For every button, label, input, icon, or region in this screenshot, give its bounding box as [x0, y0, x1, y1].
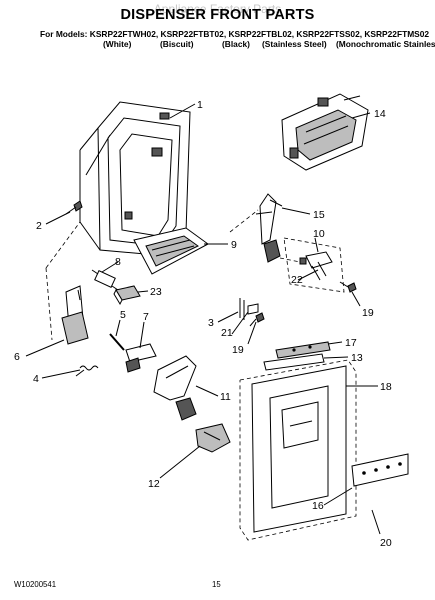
part-16-control-panel: [351, 453, 409, 487]
callout-23: 23: [150, 286, 162, 298]
callout-12: 12: [148, 478, 160, 490]
callout-1: 1: [197, 99, 203, 111]
callout-19-center: 19: [232, 344, 244, 356]
leader-lines: [25, 103, 381, 535]
callout-4: 4: [33, 373, 39, 385]
callout-8: 8: [115, 256, 121, 268]
part-14-module: [281, 93, 369, 171]
finish-monochromatic-stainless: (Monochromatic Stainless): [336, 39, 435, 49]
callout-5: 5: [120, 309, 126, 321]
callout-17: 17: [345, 337, 357, 349]
part-5-rod: [109, 333, 125, 351]
page-number: 15: [212, 580, 221, 589]
part-4-spring: [75, 365, 99, 377]
part-10-actuator: [299, 251, 333, 281]
finish-stainless-steel: (Stainless Steel): [262, 39, 327, 49]
part-17-trim: [275, 341, 331, 359]
part-7-hinge: [125, 343, 157, 373]
watermark-text: Appliance Factory Parts: [153, 2, 282, 16]
models-line: For Models: KSRP22FTWH02, KSRP22FTBT02, …: [40, 29, 430, 39]
part-23-insulator: [113, 285, 141, 306]
callout-15: 15: [313, 209, 325, 221]
callout-11: 11: [220, 391, 231, 403]
callout-10: 10: [313, 228, 325, 240]
reference-lines: [45, 209, 259, 341]
part-21-clip: [247, 303, 259, 315]
callout-22: 22: [291, 274, 303, 286]
part-19-screw-right: [339, 281, 357, 293]
part-18-front-panel: [251, 365, 347, 533]
callout-19-right: 19: [362, 307, 374, 319]
callout-20: 20: [380, 537, 392, 549]
part-6-flap: [61, 285, 89, 345]
assembly-20-outline: [239, 359, 357, 541]
callout-9: 9: [231, 239, 237, 251]
part-11-cradle: [153, 355, 197, 421]
callout-14: 14: [374, 108, 386, 120]
callout-16: 16: [312, 500, 324, 512]
document-number: W10200541: [14, 580, 57, 589]
callout-6: 6: [14, 351, 20, 363]
finish-biscuit: (Biscuit): [160, 39, 194, 49]
callout-7: 7: [143, 311, 149, 323]
callout-18: 18: [380, 381, 392, 393]
callout-2: 2: [36, 220, 42, 232]
part-15-lever: [255, 193, 283, 263]
finish-black: (Black): [222, 39, 250, 49]
part-8-solenoid: [91, 269, 119, 291]
part-13-trim: [263, 353, 325, 371]
finish-white: (White): [103, 39, 132, 49]
callout-labels: 1 14 2 15 10 9 8 22 23 19 3 21 5 7 6 17 …: [14, 99, 392, 549]
callout-13: 13: [351, 352, 363, 364]
part-1-housing: [79, 101, 191, 257]
part-3-bracket: [239, 298, 245, 320]
page-title: DISPENSER FRONT PARTS: [120, 7, 315, 23]
callout-21: 21: [221, 327, 233, 339]
callout-3: 3: [208, 317, 214, 329]
assembly-box-10-22: [279, 237, 345, 293]
part-19-screw-center: [249, 312, 265, 327]
part-9-tray: [133, 227, 209, 275]
part-12-funnel: [195, 423, 231, 453]
